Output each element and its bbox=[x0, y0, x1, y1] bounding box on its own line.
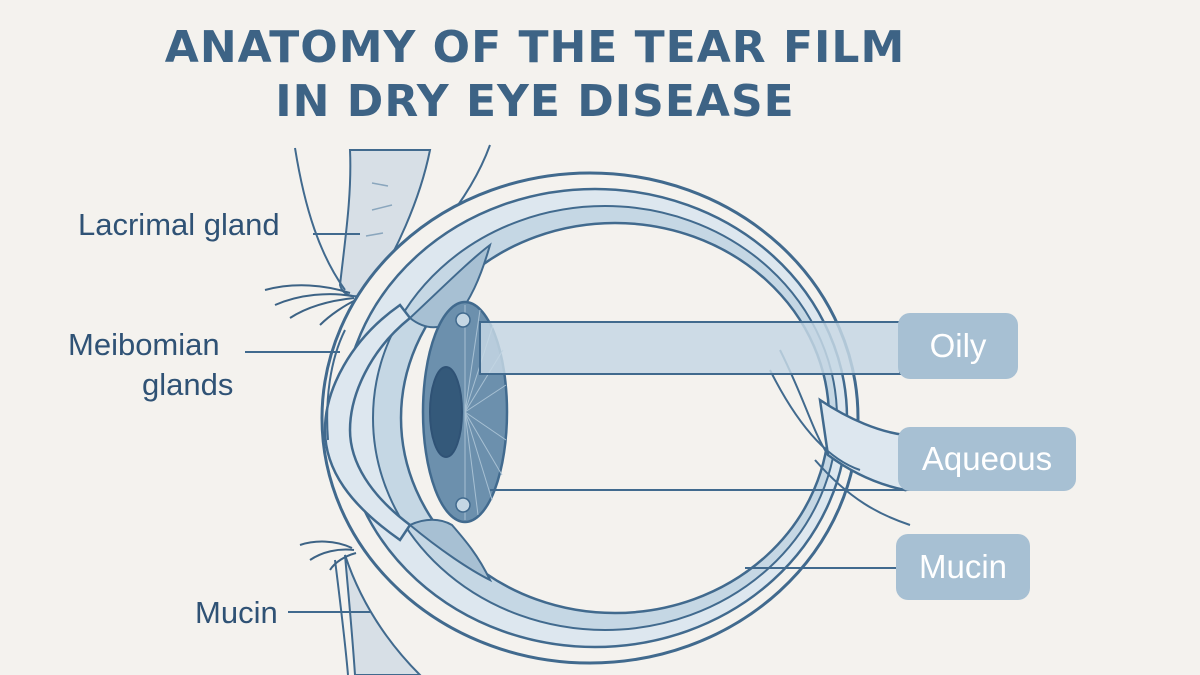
meibomian-label-line1: Meibomian bbox=[68, 327, 220, 362]
cornea bbox=[323, 303, 412, 542]
pupil bbox=[429, 366, 463, 458]
diagram-title-line2: IN DRY EYE DISEASE bbox=[275, 76, 795, 127]
diagram-title-line1: ANATOMY OF THE TEAR FILM bbox=[164, 22, 906, 73]
mucin-left-label: Mucin bbox=[195, 595, 278, 630]
lower-eyelid-outline bbox=[334, 559, 349, 675]
meibomian-label-line2: glands bbox=[142, 367, 234, 402]
lacrimal-gland-label: Lacrimal gland bbox=[78, 207, 280, 242]
upper-eyelashes bbox=[264, 284, 357, 326]
upper-eyelid-tissue bbox=[338, 149, 432, 298]
aqueous-layer-badge: Aqueous bbox=[898, 427, 1076, 491]
oily-layer-badge: Oily bbox=[898, 313, 1018, 379]
oily-layer-band bbox=[479, 321, 901, 375]
upper-eyelid-outline bbox=[294, 147, 346, 291]
lower-eyelashes bbox=[299, 540, 357, 571]
mucin-layer-badge: Mucin bbox=[896, 534, 1030, 600]
